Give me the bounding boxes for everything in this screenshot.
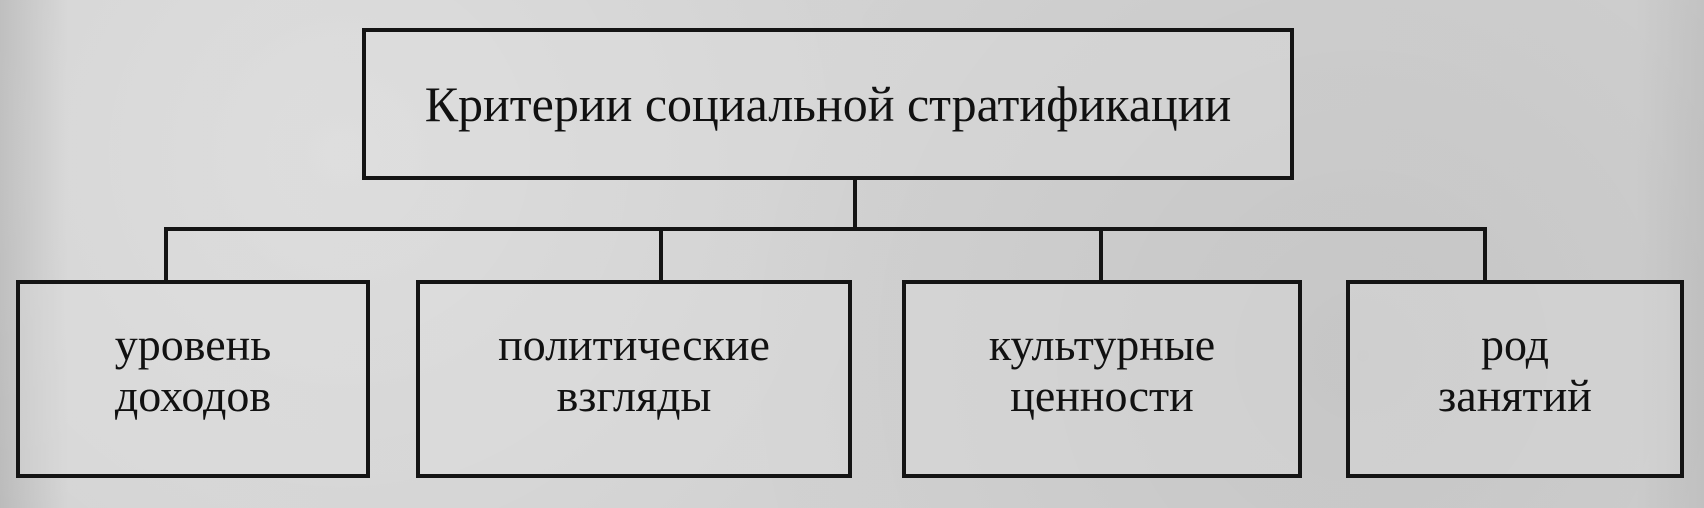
criterion-box-occupation: род занятий [1346,280,1684,478]
criterion-box-political-views: политические взгляды [416,280,852,478]
criterion-occupation-line2: занятий [1438,369,1592,421]
criterion-box-cultural-values: культурные ценности [902,280,1302,478]
criterion-income-line1: уровень [114,319,272,370]
criterion-cultural-line2: ценности [1010,369,1194,421]
criterion-occupation-line1: род [1480,319,1550,370]
root-criteria-box: Критерии социальной стратификации [362,28,1294,180]
criterion-box-income: уровень доходов [16,280,370,478]
criterion-political-line1: политические [498,319,770,370]
criterion-income-line2: доходов [114,369,272,421]
criterion-cultural-line1: культурные [988,319,1216,370]
root-criteria-label: Критерии социальной стратификации [424,75,1232,132]
criterion-political-line2: взгляды [556,369,712,421]
